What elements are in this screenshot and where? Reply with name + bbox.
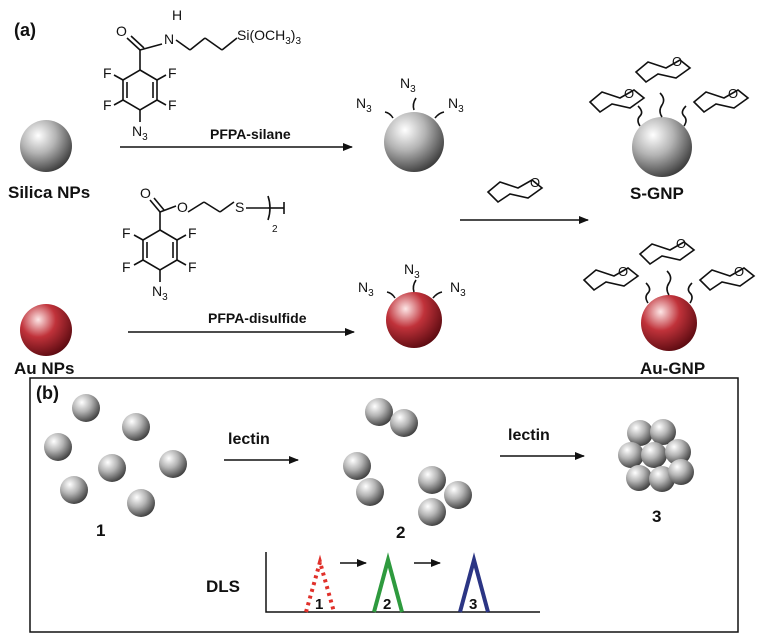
dls-peak-1 bbox=[304, 554, 336, 613]
silica-nanoparticle bbox=[20, 120, 72, 172]
dls-peak-2-label: 2 bbox=[383, 596, 391, 613]
svg-text:F: F bbox=[103, 65, 112, 81]
azide-silica-np: N3 N3 N3 bbox=[356, 75, 464, 172]
svg-text:H: H bbox=[172, 7, 182, 23]
azide-gold-np: N3 N3 N3 bbox=[358, 261, 466, 348]
lectin-label-1: lectin bbox=[228, 431, 270, 448]
svg-text:F: F bbox=[103, 97, 112, 113]
pfpa-silane-label: PFPA-silane bbox=[210, 126, 291, 142]
stage-1-label: 1 bbox=[96, 521, 105, 540]
svg-text:S: S bbox=[235, 199, 244, 215]
panel-b-frame bbox=[29, 377, 739, 633]
svg-text:O: O bbox=[177, 199, 188, 215]
silica-nps-label: Silica NPs bbox=[8, 183, 90, 202]
au-gnp-particle: O O O bbox=[583, 236, 755, 351]
svg-text:Si(OCH3)3: Si(OCH3)3 bbox=[237, 27, 301, 47]
svg-text:N3: N3 bbox=[450, 279, 466, 299]
pfpa-disulfide-structure: O O S 2 F F F F N3 bbox=[122, 185, 285, 303]
svg-text:N3: N3 bbox=[356, 95, 372, 115]
svg-text:O: O bbox=[116, 23, 127, 39]
svg-text:F: F bbox=[122, 225, 131, 241]
au-gnp-label: Au-GNP bbox=[640, 359, 705, 378]
sugar-reagent: O bbox=[487, 175, 543, 203]
dls-peak-3-label: 3 bbox=[469, 596, 477, 613]
dls-peak-3 bbox=[458, 552, 490, 613]
stage-2-label: 2 bbox=[396, 523, 405, 542]
svg-text:O: O bbox=[530, 175, 540, 190]
s-gnp-label: S-GNP bbox=[630, 184, 684, 203]
svg-text:N3: N3 bbox=[152, 283, 168, 303]
svg-text:N3: N3 bbox=[400, 75, 416, 95]
dls-peak-1-label: 1 bbox=[315, 596, 323, 613]
dls-axes bbox=[265, 552, 540, 613]
svg-text:O: O bbox=[140, 185, 151, 201]
au-nps-label: Au NPs bbox=[14, 359, 74, 378]
svg-text:N3: N3 bbox=[448, 95, 464, 115]
dls-label: DLS bbox=[206, 577, 240, 596]
svg-text:N3: N3 bbox=[132, 123, 148, 143]
gold-nanoparticle bbox=[20, 304, 72, 356]
svg-text:F: F bbox=[168, 97, 177, 113]
large-aggregate bbox=[618, 419, 694, 492]
pfpa-silane-structure: O H N Si(OCH3)3 F F F F N3 bbox=[103, 7, 301, 143]
panel-b-label: (b) bbox=[36, 383, 59, 403]
pfpa-disulfide-label: PFPA-disulfide bbox=[208, 310, 307, 326]
stage-3-label: 3 bbox=[652, 507, 661, 526]
svg-text:O: O bbox=[676, 236, 686, 251]
s-gnp-particle: O O O bbox=[589, 54, 749, 177]
svg-text:O: O bbox=[672, 54, 682, 69]
svg-text:F: F bbox=[188, 259, 197, 275]
small-clusters bbox=[343, 398, 472, 526]
dispersed-particles bbox=[44, 394, 187, 517]
svg-text:O: O bbox=[728, 86, 738, 101]
svg-text:N3: N3 bbox=[404, 261, 420, 281]
svg-text:F: F bbox=[122, 259, 131, 275]
dls-peak-2 bbox=[372, 552, 404, 613]
svg-text:F: F bbox=[188, 225, 197, 241]
svg-text:O: O bbox=[734, 264, 744, 279]
svg-text:N: N bbox=[164, 31, 174, 47]
svg-text:F: F bbox=[168, 65, 177, 81]
svg-text:2: 2 bbox=[272, 224, 278, 235]
panel-a-label: (a) bbox=[14, 20, 36, 40]
svg-text:O: O bbox=[624, 86, 634, 101]
svg-text:O: O bbox=[618, 264, 628, 279]
lectin-label-2: lectin bbox=[508, 427, 550, 444]
svg-text:N3: N3 bbox=[358, 279, 374, 299]
